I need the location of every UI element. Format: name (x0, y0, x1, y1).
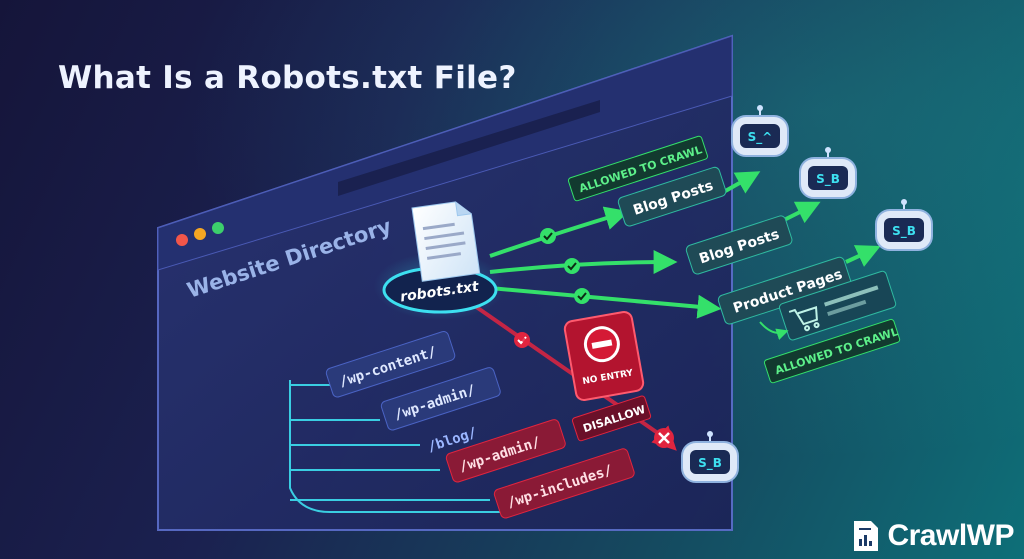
check-icon (574, 288, 590, 304)
maximize-dot[interactable] (212, 222, 224, 234)
robot-icon: S_^ (731, 105, 789, 157)
check-icon (540, 228, 556, 244)
file-icon[interactable] (411, 200, 481, 282)
window-controls[interactable] (176, 222, 224, 246)
address-bar[interactable] (338, 100, 600, 196)
robot-icon: S_B (681, 431, 739, 483)
robot-icon: S_B (799, 147, 857, 199)
no-entry-sign: NO ENTRY (563, 310, 645, 402)
directory-tree (289, 380, 500, 513)
x-icon (654, 428, 674, 448)
cart-arrow (759, 321, 789, 340)
brand-name: CrawlWP (887, 519, 1014, 552)
dir-item-blocked[interactable]: /wp-admin/ (445, 418, 566, 483)
close-dot[interactable] (176, 234, 188, 246)
document-chart-icon (854, 521, 879, 551)
brand-logo[interactable]: CrawlWP (851, 519, 1014, 553)
robot-face: S_B (816, 172, 840, 187)
cart-icon (788, 306, 820, 332)
robot-face: S_B (698, 456, 722, 471)
minimize-dot[interactable] (194, 228, 206, 240)
check-icon (564, 258, 580, 274)
allowed-tag-bottom: ALLOWED TO CRAWL (763, 318, 901, 384)
product-card (778, 270, 897, 341)
robot-face: S_^ (748, 130, 773, 145)
page-title: What Is a Robots.txt File? (58, 60, 517, 96)
robot-face: S_B (892, 224, 916, 239)
robot-icon: S_B (875, 199, 933, 251)
